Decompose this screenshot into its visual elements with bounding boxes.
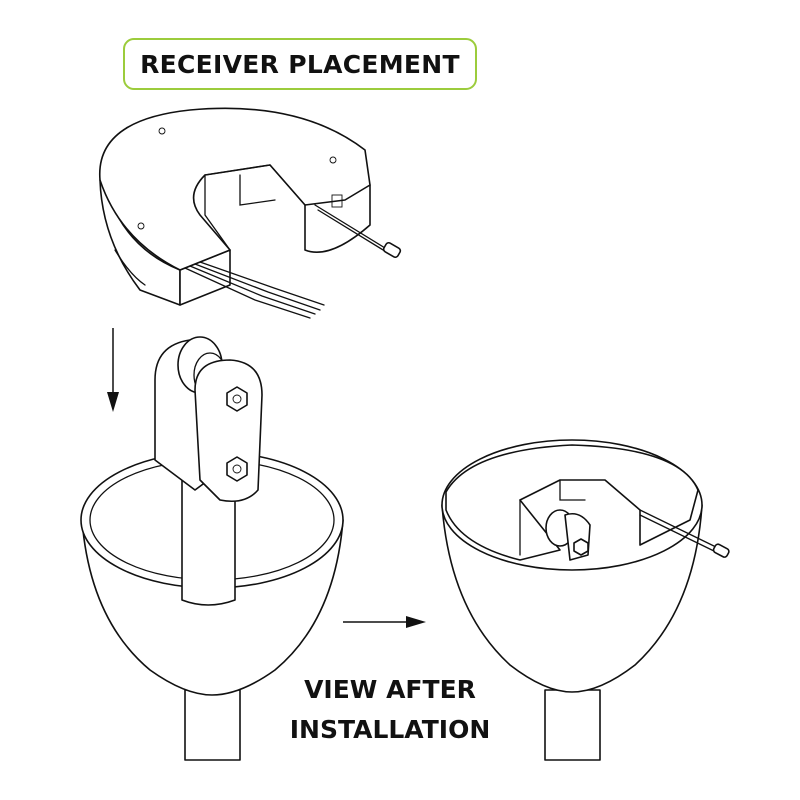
pole-cup-after	[441, 439, 730, 761]
pole-cup-before	[80, 336, 344, 761]
diagram-title: RECEIVER PLACEMENT	[140, 49, 460, 79]
receiver-unit	[99, 107, 402, 319]
right-arrow-icon	[343, 616, 426, 628]
caption-line-2: INSTALLATION	[289, 715, 491, 744]
down-arrow-icon	[107, 328, 119, 412]
caption-line-1: VIEW AFTER	[304, 675, 476, 704]
title-box: RECEIVER PLACEMENT	[123, 38, 477, 90]
